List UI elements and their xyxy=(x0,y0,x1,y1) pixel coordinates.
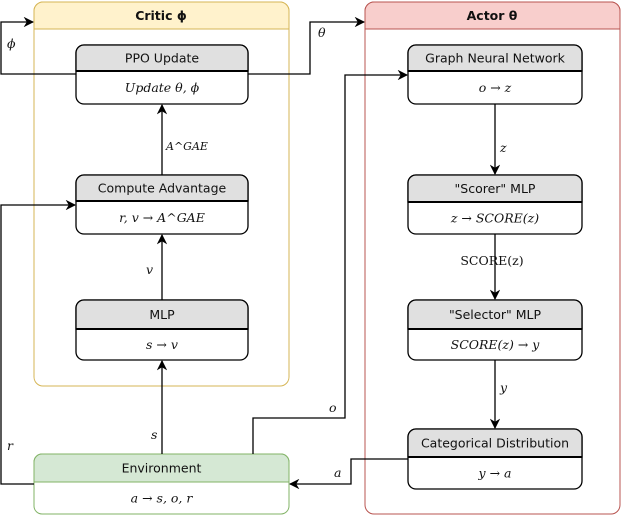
edge-label-v: v xyxy=(146,262,153,277)
categorical-distribution-title: Categorical Distribution xyxy=(421,436,569,451)
edge-env-to-advantage xyxy=(0,199,77,485)
scorer-mlp-node: "Scorer" MLP z → SCORE(z) xyxy=(407,174,583,235)
edge-label-phi: ϕ xyxy=(7,36,16,51)
edge-label-theta: θ xyxy=(318,25,326,40)
actor-container: Actor θ xyxy=(364,1,621,515)
compute-advantage-title: Compute Advantage xyxy=(98,181,227,196)
ppo-update-body: Update θ, ϕ xyxy=(125,80,200,95)
edge-label-score: SCORE(z) xyxy=(460,253,523,268)
critic-mlp-node: MLP s → v xyxy=(75,299,249,361)
edge-label-agae: A^GAE xyxy=(165,140,208,153)
edge-label-a: a xyxy=(334,465,341,480)
edge-label-s: s xyxy=(151,427,157,442)
environment-body: a → s, o, r xyxy=(131,491,194,506)
scorer-mlp-body: z → SCORE(z) xyxy=(450,211,539,226)
critic-title: Critic ϕ xyxy=(135,8,187,23)
edge-label-o: o xyxy=(329,400,337,415)
scorer-mlp-title: "Scorer" MLP xyxy=(455,181,536,196)
edge-ppo-to-actor xyxy=(248,16,366,75)
environment-title: Environment xyxy=(122,461,202,476)
edge-label-y: y xyxy=(499,380,508,395)
categorical-distribution-node: Categorical Distribution y → a xyxy=(407,428,583,490)
edge-label-r: r xyxy=(7,438,14,453)
categorical-distribution-body: y → a xyxy=(478,466,512,481)
critic-mlp-title: MLP xyxy=(149,307,175,322)
critic-mlp-body: s → v xyxy=(146,337,178,352)
selector-mlp-body: SCORE(z) → y xyxy=(451,337,541,352)
actor-title: Actor θ xyxy=(467,8,518,23)
edge-categorical-to-env xyxy=(288,458,408,490)
selector-mlp-node: "Selector" MLP SCORE(z) → y xyxy=(407,299,583,361)
gnn-title: Graph Neural Network xyxy=(425,51,565,66)
edge-env-to-gnn xyxy=(252,69,409,454)
compute-advantage-body: r, v → A^GAE xyxy=(119,210,205,225)
gnn-node: Graph Neural Network o → z xyxy=(407,44,583,105)
edges: ϕ θ A^GAE v s o r a z SCORE(z) y xyxy=(0,16,524,490)
gnn-body: o → z xyxy=(479,80,512,95)
compute-advantage-node: Compute Advantage r, v → A^GAE xyxy=(75,174,249,235)
ppo-update-title: PPO Update xyxy=(125,51,199,66)
edge-ppo-to-critic xyxy=(0,16,76,75)
selector-mlp-title: "Selector" MLP xyxy=(449,307,542,322)
edge-label-z: z xyxy=(499,140,507,155)
environment-node: Environment a → s, o, r xyxy=(33,453,290,515)
